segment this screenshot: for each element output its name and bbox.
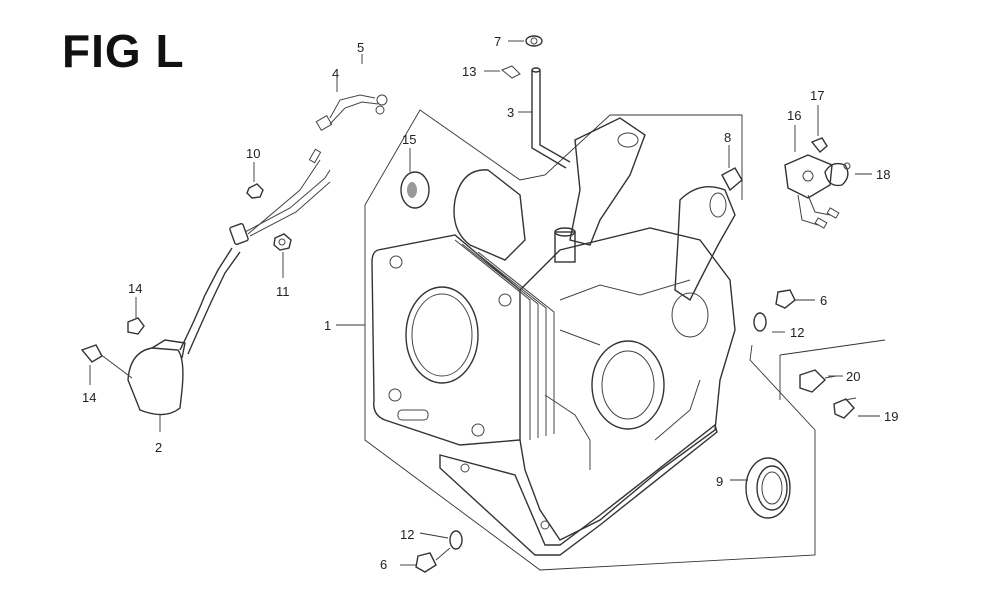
callout-19: 19 xyxy=(884,409,898,424)
figure-title: FIG L xyxy=(62,25,185,77)
callout-1: 1 xyxy=(324,318,331,333)
callout-7: 7 xyxy=(494,34,501,49)
fasteners xyxy=(415,289,808,573)
callout-13: 13 xyxy=(462,64,476,79)
callout-4: 4 xyxy=(332,66,339,81)
callout-8: 8 xyxy=(724,130,731,145)
callout-6-upper: 6 xyxy=(820,293,827,308)
callout-15: 15 xyxy=(402,132,416,147)
callout-12-upper: 12 xyxy=(790,325,804,340)
callout-labels: 1 2 3 4 5 6 6 7 8 9 10 11 12 12 13 14 14… xyxy=(82,34,898,572)
callout-2: 2 xyxy=(155,440,162,455)
assembly-boundary xyxy=(364,109,886,571)
callout-10: 10 xyxy=(246,146,260,161)
callout-16: 16 xyxy=(787,108,801,123)
callout-6-lower: 6 xyxy=(380,557,387,572)
crankcase-block xyxy=(371,117,736,556)
callout-17: 17 xyxy=(810,88,824,103)
callout-3: 3 xyxy=(507,105,514,120)
callout-12-lower: 12 xyxy=(400,527,414,542)
oil-sensor xyxy=(784,137,851,229)
callout-20: 20 xyxy=(846,369,860,384)
ignition-coil-assembly xyxy=(80,94,388,416)
oil-seal-upper xyxy=(400,167,743,209)
oil-seal-lower xyxy=(745,457,791,519)
breather-tube xyxy=(501,35,571,169)
callout-9: 9 xyxy=(716,474,723,489)
callout-5: 5 xyxy=(357,40,364,55)
callout-11: 11 xyxy=(276,284,290,299)
callout-14-lower: 14 xyxy=(82,390,96,405)
callout-18: 18 xyxy=(876,167,890,182)
leader-lines xyxy=(89,40,880,566)
callout-14-upper: 14 xyxy=(128,281,142,296)
